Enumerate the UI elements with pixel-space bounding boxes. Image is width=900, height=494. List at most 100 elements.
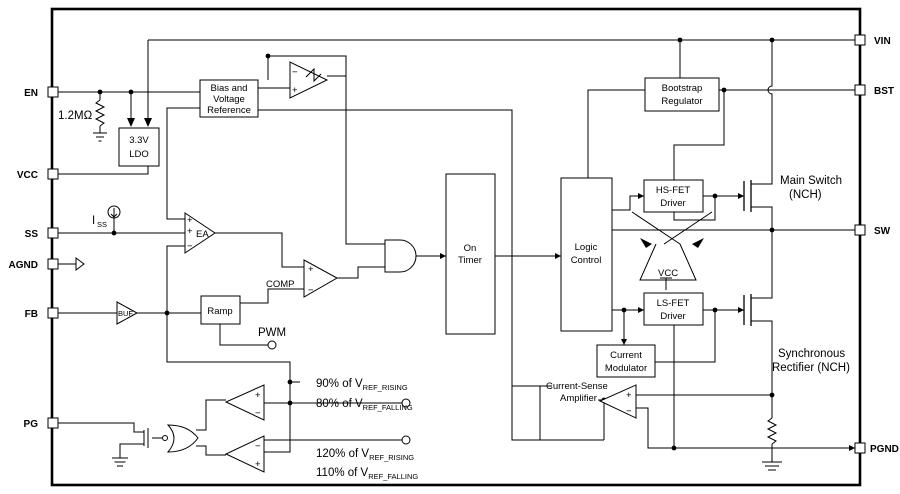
svg-text:−: − bbox=[292, 67, 298, 78]
pin-label-fb: FB bbox=[25, 309, 38, 320]
svg-text:Regulator: Regulator bbox=[661, 96, 702, 107]
error-amplifier: EA + + − bbox=[184, 212, 216, 254]
svg-text:Reference: Reference bbox=[207, 105, 251, 116]
logic-control-block: Logic Control bbox=[560, 177, 613, 332]
svg-text:+: + bbox=[187, 226, 193, 237]
svg-text:Ramp: Ramp bbox=[207, 306, 232, 317]
left-pins bbox=[47, 86, 59, 429]
arrow-icon bbox=[638, 307, 644, 313]
threshold-terminal-upper bbox=[401, 398, 411, 408]
ls-fet-driver-block: LS-FET Driver bbox=[643, 292, 704, 326]
wires bbox=[57, 39, 855, 471]
svg-text:EA: EA bbox=[196, 229, 209, 240]
arrow-icon bbox=[640, 238, 652, 248]
inverter-bubble bbox=[162, 435, 168, 441]
current-sense-amplifier: + − bbox=[598, 384, 637, 419]
main-switch-label-2: (NCH) bbox=[789, 189, 822, 201]
threshold-terminal-lower bbox=[401, 435, 411, 445]
svg-text:+: + bbox=[255, 390, 261, 401]
resistor-label: 1.2MΩ bbox=[58, 110, 93, 122]
svg-text:−: − bbox=[626, 406, 632, 417]
cs-amp-label-1: Current-Sense bbox=[546, 381, 608, 392]
sync-rect-label-1: Synchronous bbox=[778, 348, 845, 360]
ls-vcc-label: VCC bbox=[658, 268, 678, 279]
pin-label-ss: SS bbox=[25, 229, 39, 240]
svg-text:I: I bbox=[92, 215, 95, 227]
ramp-block: Ramp bbox=[200, 295, 241, 325]
svg-text:On: On bbox=[464, 243, 477, 254]
pin-label-vin: VIN bbox=[874, 36, 891, 47]
svg-text:−: − bbox=[255, 441, 261, 452]
arrow-icon bbox=[738, 193, 744, 199]
pin-ss bbox=[47, 227, 59, 239]
pin-label-sw: SW bbox=[874, 226, 891, 237]
hs-fet-driver-block: HS-FET Driver bbox=[643, 179, 704, 213]
arrow-icon bbox=[144, 118, 152, 127]
buffer: BUF bbox=[116, 301, 139, 325]
pwm-terminal bbox=[267, 340, 277, 350]
comp-label: COMP bbox=[266, 279, 295, 290]
junction-dots bbox=[97, 37, 775, 451]
svg-text:Driver: Driver bbox=[660, 198, 685, 209]
threshold-label-80: 80% of VREF_FALLING bbox=[316, 398, 413, 412]
threshold-label-90: 90% of VREF_RISING bbox=[316, 378, 408, 392]
svg-text:−: − bbox=[187, 241, 193, 252]
svg-text:+: + bbox=[187, 215, 193, 226]
pin-label-en: EN bbox=[24, 88, 38, 99]
arrow-icon bbox=[555, 253, 561, 259]
threshold-label-110: 110% of VREF_FALLING bbox=[316, 467, 418, 481]
bootstrap-regulator-block: Bootstrap Regulator bbox=[644, 77, 720, 112]
bias-reference-block: Bias and Voltage Reference bbox=[199, 79, 259, 118]
sync-rect-label-2: Rectifier (NCH) bbox=[772, 362, 850, 374]
threshold-label-120: 120% of VREF_RISING bbox=[316, 448, 414, 462]
svg-text:LDO: LDO bbox=[129, 149, 149, 160]
svg-text:3.3V: 3.3V bbox=[129, 135, 149, 146]
ldo-block: 3.3V LDO bbox=[118, 127, 160, 167]
pg-comparator-upper: + − bbox=[224, 384, 265, 421]
on-timer-block: On Timer bbox=[445, 173, 496, 335]
pin-vcc bbox=[47, 168, 59, 180]
sawtooth-comparator: − + bbox=[289, 61, 329, 99]
svg-text:Logic: Logic bbox=[575, 242, 598, 253]
pin-label-bst: BST bbox=[874, 86, 894, 97]
arrow-icon bbox=[849, 445, 855, 451]
arrow-icon bbox=[738, 307, 744, 313]
svg-text:−: − bbox=[255, 408, 261, 419]
pin-label-vcc: VCC bbox=[17, 170, 38, 181]
svg-text:−: − bbox=[308, 285, 314, 296]
svg-text:Bootstrap: Bootstrap bbox=[662, 83, 703, 94]
svg-text:Bias and: Bias and bbox=[211, 83, 248, 94]
chip-outline bbox=[50, 7, 862, 487]
or-gate bbox=[166, 424, 199, 453]
pin-label-agnd: AGND bbox=[9, 260, 38, 271]
svg-text:Modulator: Modulator bbox=[605, 363, 647, 374]
svg-text:Control: Control bbox=[571, 255, 602, 266]
arrow-icon bbox=[440, 253, 446, 259]
svg-text:SS: SS bbox=[97, 220, 107, 229]
right-pins bbox=[854, 34, 866, 454]
svg-text:Timer: Timer bbox=[458, 255, 482, 266]
svg-text:+: + bbox=[626, 390, 632, 401]
and-gate bbox=[384, 239, 417, 273]
svg-text:+: + bbox=[255, 459, 261, 470]
pin-pg bbox=[47, 417, 59, 429]
arrow-icon bbox=[127, 118, 135, 127]
pin-sw bbox=[854, 224, 866, 236]
pin-agnd bbox=[47, 258, 59, 270]
pg-comparator-lower: − + bbox=[224, 435, 265, 473]
svg-text:HS-FET: HS-FET bbox=[656, 185, 691, 196]
pin-en bbox=[47, 86, 59, 98]
svg-text:BUF: BUF bbox=[118, 309, 133, 318]
pwm-label: PWM bbox=[258, 327, 286, 339]
comp-comparator: + − bbox=[303, 259, 339, 298]
pin-label-pgnd: PGND bbox=[870, 444, 899, 455]
cs-amp-label-2: Amplifier bbox=[560, 393, 597, 404]
iss-current-source: I SS bbox=[92, 205, 121, 229]
svg-text:+: + bbox=[308, 264, 314, 275]
svg-text:Driver: Driver bbox=[660, 311, 685, 322]
arrow-icon bbox=[638, 193, 644, 199]
pin-fb bbox=[47, 307, 59, 319]
svg-text:Voltage: Voltage bbox=[213, 94, 245, 105]
